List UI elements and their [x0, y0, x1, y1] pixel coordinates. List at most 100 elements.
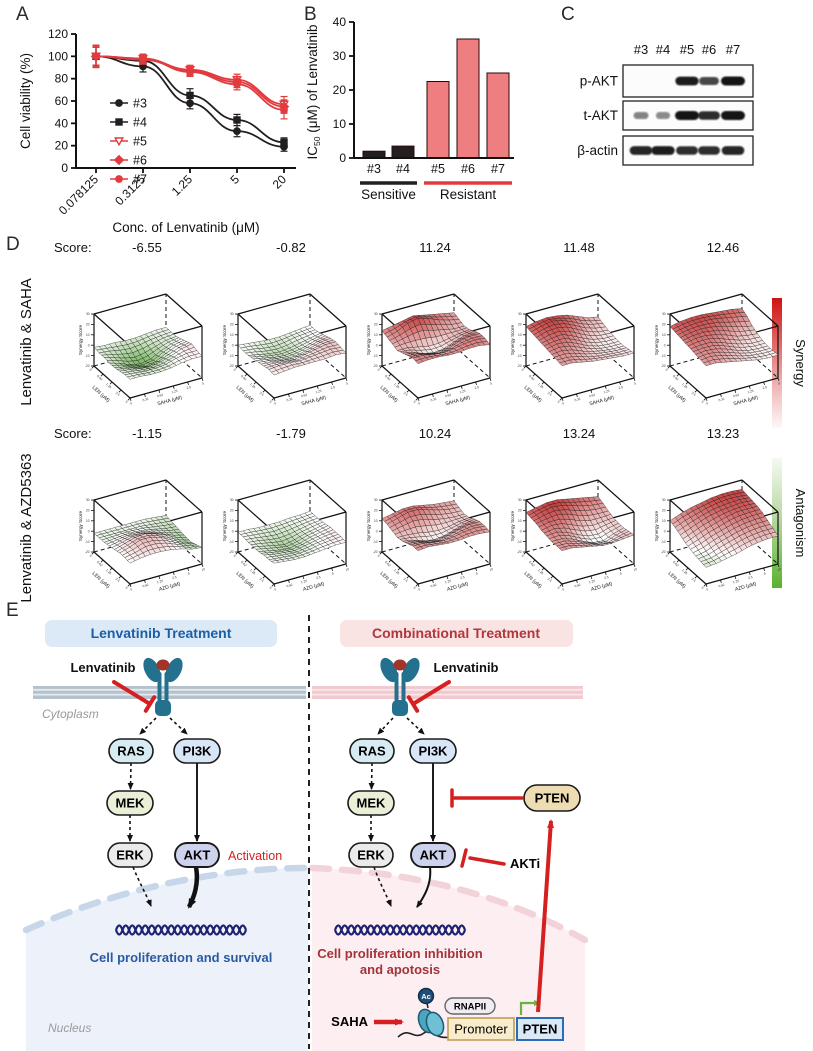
synergy-score-value: -6.55 [132, 240, 162, 255]
svg-text:20: 20 [662, 323, 666, 327]
svg-text:-20: -20 [373, 364, 378, 368]
svg-text:#6: #6 [702, 42, 716, 57]
synergy-gradient-bar [772, 298, 782, 428]
acetyl-label: Ac [421, 992, 431, 1001]
svg-text:-10: -10 [85, 354, 90, 358]
pten-gene-box [516, 1017, 564, 1041]
svg-text:20: 20 [518, 509, 522, 513]
rnapii-label: RNAPII [454, 1002, 486, 1013]
left-header-title: Lenvatinib Treatment [91, 625, 232, 641]
dna-helix-left [114, 924, 248, 936]
svg-text:2.5: 2.5 [316, 575, 322, 580]
pten-inhibition [450, 788, 524, 808]
score-prefix: Score: [54, 426, 92, 441]
svg-text:0: 0 [233, 554, 237, 558]
svg-text:0: 0 [89, 368, 93, 372]
synergy-surface-plot: -20-10010203052.51.250.62000.310.621.252… [78, 293, 205, 407]
left-outcome-text: Cell proliferation and survival [90, 950, 273, 965]
erk-label-left: ERK [116, 848, 144, 863]
svg-text:20: 20 [333, 83, 347, 97]
svg-text:5: 5 [125, 400, 129, 404]
svg-text:0.62: 0.62 [301, 393, 308, 399]
svg-text:0: 0 [61, 161, 68, 175]
svg-text:100: 100 [48, 49, 68, 63]
svg-text:0.62: 0.62 [157, 393, 164, 399]
akt-label-left: AKT [184, 848, 211, 863]
svg-text:2.5: 2.5 [259, 391, 265, 397]
svg-text:2.5: 2.5 [474, 385, 480, 390]
svg-text:-20: -20 [85, 550, 90, 554]
svg-text:0.62: 0.62 [718, 583, 725, 589]
svg-text:Synergy Score: Synergy Score [510, 510, 515, 541]
svg-text:20: 20 [86, 323, 90, 327]
svg-text:5: 5 [619, 571, 622, 575]
akt-dna-arrow-right [416, 866, 432, 908]
svg-text:0: 0 [88, 529, 90, 533]
svg-text:AZD (μM): AZD (μM) [158, 581, 181, 593]
synergy-score-value: 13.24 [562, 426, 596, 441]
svg-text:0: 0 [665, 554, 669, 558]
svg-text:1.25: 1.25 [681, 382, 688, 389]
synergy-score-value: 12.46 [706, 240, 740, 255]
svg-text:-20: -20 [661, 550, 666, 554]
svg-text:0.62: 0.62 [240, 560, 247, 567]
erk-node-right [348, 842, 394, 868]
transcription-start-arrow [519, 1000, 541, 1015]
panel-label-d: D [6, 234, 21, 255]
svg-text:0: 0 [520, 343, 522, 347]
svg-text:30: 30 [230, 498, 234, 502]
svg-text:1.25: 1.25 [393, 382, 400, 389]
svg-text:β-actin: β-actin [577, 143, 618, 158]
svg-text:Synergy Score: Synergy Score [654, 324, 659, 355]
svg-text:5: 5 [202, 381, 205, 385]
svg-text:Synergy Score: Synergy Score [222, 324, 227, 355]
svg-text:2.5: 2.5 [186, 385, 192, 390]
svg-text:#3: #3 [367, 162, 381, 176]
activation-label: Activation [228, 849, 282, 863]
svg-text:0.62: 0.62 [672, 560, 679, 567]
erk-label-right: ERK [357, 848, 385, 863]
svg-text:5: 5 [778, 381, 781, 385]
svg-text:Conc. of Lenvatinib (μM): Conc. of Lenvatinib (μM) [112, 220, 259, 235]
svg-text:#7: #7 [491, 162, 505, 176]
svg-text:AZD (μM): AZD (μM) [734, 581, 757, 593]
lenvatinib-label-left: Lenvatinib [70, 660, 135, 675]
svg-text:0: 0 [232, 529, 234, 533]
svg-text:5: 5 [557, 400, 561, 404]
svg-text:1.25: 1.25 [459, 389, 466, 395]
svg-text:-10: -10 [661, 354, 666, 358]
synergy-score-value: -1.79 [276, 426, 306, 441]
right-cell-membrane [312, 686, 583, 699]
svg-text:0.31: 0.31 [286, 397, 293, 403]
synergy-surface-plot: -20-10010203052.51.250.62000.310.621.252… [654, 293, 781, 407]
svg-text:10: 10 [230, 519, 234, 523]
svg-text:2.5: 2.5 [115, 391, 121, 397]
svg-text:2.5: 2.5 [604, 575, 610, 580]
synergy-surface-plot: -20-10010203052.51.250.62000.310.621.252… [366, 293, 493, 407]
svg-text:80: 80 [55, 72, 69, 86]
row-label-lenvatinib-saha: Lenvatinib & SAHA [18, 278, 35, 406]
svg-text:5: 5 [187, 571, 190, 575]
synergy-surface-plot: -20-10010203052.51.250.62000.621.252.551… [510, 479, 638, 593]
svg-text:2.5: 2.5 [172, 575, 178, 580]
svg-text:10: 10 [230, 333, 234, 337]
svg-text:0.62: 0.62 [240, 374, 247, 381]
svg-text:-20: -20 [373, 550, 378, 554]
svg-text:30: 30 [518, 312, 522, 316]
mek-label-right: MEK [357, 796, 387, 811]
svg-text:-10: -10 [517, 354, 522, 358]
lenvatinib-inhibition-left [112, 680, 157, 713]
svg-text:0.62: 0.62 [384, 374, 391, 381]
svg-text:0: 0 [376, 343, 378, 347]
svg-text:0: 0 [664, 343, 666, 347]
svg-text:1.25: 1.25 [249, 568, 256, 575]
svg-text:5: 5 [346, 381, 349, 385]
svg-text:0.31: 0.31 [718, 397, 725, 403]
svg-text:-20: -20 [661, 364, 666, 368]
svg-text:20: 20 [230, 509, 234, 513]
lenvatinib-label-right: Lenvatinib [433, 660, 498, 675]
akt-node-left [174, 842, 220, 868]
svg-text:40: 40 [55, 116, 69, 130]
svg-text:Synergy Score: Synergy Score [78, 324, 83, 355]
